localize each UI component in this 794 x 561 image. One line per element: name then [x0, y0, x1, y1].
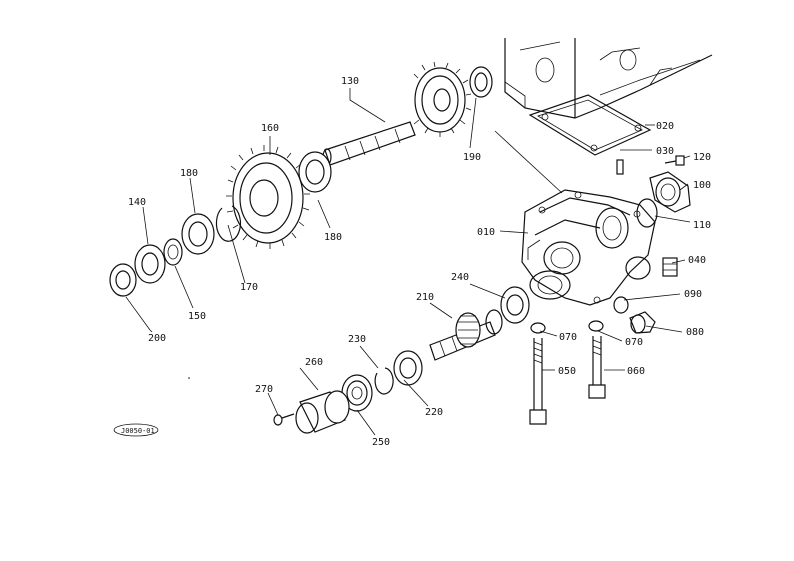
bolt-060: [588, 336, 606, 399]
circlip-230: [374, 367, 394, 395]
washer-070a: [530, 322, 546, 334]
plug-080: [629, 311, 656, 334]
callout-230: 230: [348, 334, 366, 345]
callout-130: 130: [341, 76, 359, 87]
callout-040: 040: [688, 255, 706, 266]
o-ring-110: [636, 198, 658, 228]
bolt-050: [529, 338, 547, 425]
callout-120: 120: [693, 152, 711, 163]
gear-spline: [413, 61, 472, 137]
bearing-140: [134, 244, 166, 284]
stray-dot: [188, 377, 190, 379]
drawing-code: J0050-01: [121, 427, 155, 435]
callout-030: 030: [656, 146, 674, 157]
gear-160: [226, 145, 310, 249]
bearing-240: [500, 286, 530, 324]
bearing-200: [109, 263, 137, 297]
bearing-180-left: [181, 213, 215, 255]
callout-140: 140: [128, 197, 146, 208]
cover-100: [649, 171, 691, 213]
callout-050: 050: [558, 366, 576, 377]
callout-110: 110: [693, 220, 711, 231]
callout-080: 080: [686, 327, 704, 338]
bearing-180-upper: [298, 151, 332, 193]
pin-030: [616, 159, 624, 175]
callout-180a: 180: [180, 168, 198, 179]
callout-260: 260: [305, 357, 323, 368]
callout-020: 020: [656, 121, 674, 132]
washer-150: [163, 238, 183, 266]
engine-block: [504, 38, 713, 119]
callout-090: 090: [684, 289, 702, 300]
gear-case-010: [521, 189, 656, 306]
callout-190: 190: [463, 152, 481, 163]
washer-070b: [588, 320, 604, 332]
callout-070b: 070: [625, 337, 643, 348]
callout-270: 270: [255, 384, 273, 395]
callout-150: 150: [188, 311, 206, 322]
screw-270: [273, 413, 295, 426]
callout-250: 250: [372, 437, 390, 448]
callout-060: 060: [627, 366, 645, 377]
callout-010: 010: [477, 227, 495, 238]
plug-040: [662, 257, 678, 277]
bolt-120: [664, 155, 685, 166]
pinion-shaft-210: [429, 309, 503, 361]
drawing-code-frame: [113, 423, 159, 437]
washer-090: [613, 296, 629, 314]
bearing-190: [469, 66, 493, 98]
callout-170: 170: [240, 282, 258, 293]
cap-260: [295, 390, 350, 434]
callout-240: 240: [451, 272, 469, 283]
callout-180b: 180: [324, 232, 342, 243]
shaft-130: [322, 121, 416, 166]
bearing-220: [393, 350, 423, 386]
circlip-170: [215, 205, 241, 242]
callout-070a: 070: [559, 332, 577, 343]
gasket-020: [528, 94, 652, 156]
callout-160: 160: [261, 123, 279, 134]
leader-lines: [125, 88, 691, 436]
callout-220: 220: [425, 407, 443, 418]
callout-200: 200: [148, 333, 166, 344]
callout-100: 100: [693, 180, 711, 191]
callout-210: 210: [416, 292, 434, 303]
